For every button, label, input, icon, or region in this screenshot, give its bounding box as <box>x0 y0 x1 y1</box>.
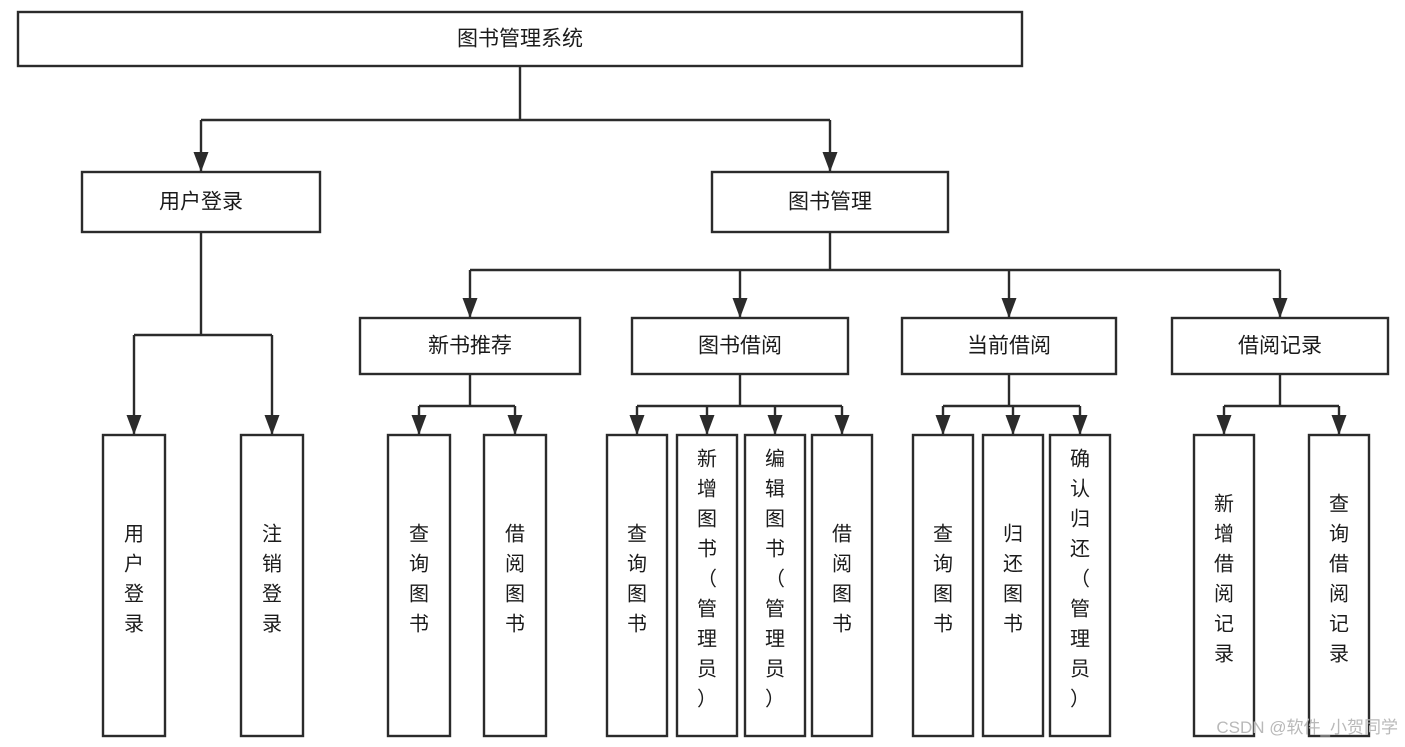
node-box-root[interactable] <box>16 10 1024 68</box>
node-leaf-borrow-book[interactable]: 借阅图书 <box>810 433 874 738</box>
node-box-leaf-query-borrow-record[interactable] <box>1307 433 1371 738</box>
node-box-borrow-record[interactable] <box>1170 316 1390 376</box>
arrow-head-new-book-recommend <box>462 298 478 318</box>
node-box-leaf-query-book-current[interactable] <box>911 433 975 738</box>
node-leaf-query-book-current[interactable]: 查询图书 <box>911 433 975 738</box>
arrow-head-leaf-return-book <box>1005 415 1021 435</box>
node-label-leaf-return-book: 归还图书 <box>1003 523 1023 636</box>
node-box-leaf-borrow-book-recommend[interactable] <box>482 433 548 738</box>
arrow-head-leaf-confirm-return-admin <box>1072 415 1088 435</box>
node-box-leaf-add-borrow-record[interactable] <box>1192 433 1256 738</box>
connector-layer <box>126 66 1347 435</box>
node-box-book-borrow[interactable] <box>630 316 850 376</box>
node-leaf-logout-login[interactable]: 注销登录 <box>239 433 305 738</box>
node-box-leaf-confirm-return-admin[interactable] <box>1048 433 1112 738</box>
arrow-head-leaf-query-book-borrow <box>629 415 645 435</box>
node-layer: 图书管理系统用户登录图书管理新书推荐图书借阅当前借阅借阅记录用户登录注销登录查询… <box>16 10 1390 738</box>
node-label-new-book-recommend: 新书推荐 <box>428 335 512 358</box>
arrow-head-leaf-borrow-book-recommend <box>507 415 523 435</box>
node-label-leaf-confirm-return-admin: 确认归还（管理员） <box>1070 448 1090 711</box>
node-label-current-borrow: 当前借阅 <box>967 335 1051 358</box>
node-leaf-query-book-recommend[interactable]: 查询图书 <box>386 433 452 738</box>
node-box-leaf-add-book-admin[interactable] <box>675 433 739 738</box>
arrow-head-book-management <box>822 152 838 172</box>
node-user-login[interactable]: 用户登录 <box>80 170 322 234</box>
arrow-head-leaf-query-borrow-record <box>1331 415 1347 435</box>
node-box-user-login[interactable] <box>80 170 322 234</box>
node-leaf-edit-book-admin[interactable]: 编辑图书（管理员） <box>743 433 807 738</box>
node-root[interactable]: 图书管理系统 <box>16 10 1024 68</box>
node-current-borrow[interactable]: 当前借阅 <box>900 316 1118 376</box>
node-box-leaf-edit-book-admin[interactable] <box>743 433 807 738</box>
arrow-head-user-login <box>193 152 209 172</box>
node-book-management[interactable]: 图书管理 <box>710 170 950 234</box>
arrow-head-leaf-add-borrow-record <box>1216 415 1232 435</box>
node-leaf-borrow-book-recommend[interactable]: 借阅图书 <box>482 433 548 738</box>
node-box-leaf-borrow-book[interactable] <box>810 433 874 738</box>
csdn-watermark: CSDN @软件_小贺同学 <box>1216 718 1398 737</box>
arrow-head-borrow-record <box>1272 298 1288 318</box>
arrow-head-leaf-borrow-book <box>834 415 850 435</box>
node-box-current-borrow[interactable] <box>900 316 1118 376</box>
node-label-leaf-add-borrow-record: 新增借阅记录 <box>1214 493 1234 666</box>
node-box-leaf-query-book-borrow[interactable] <box>605 433 669 738</box>
node-label-leaf-add-book-admin: 新增图书（管理员） <box>697 448 717 711</box>
node-leaf-return-book[interactable]: 归还图书 <box>981 433 1045 738</box>
node-label-root: 图书管理系统 <box>457 28 583 51</box>
node-label-user-login: 用户登录 <box>159 191 243 214</box>
arrow-head-leaf-add-book-admin <box>699 415 715 435</box>
node-box-leaf-return-book[interactable] <box>981 433 1045 738</box>
node-label-leaf-edit-book-admin: 编辑图书（管理员） <box>765 448 785 711</box>
node-box-leaf-user-login[interactable] <box>101 433 167 738</box>
node-label-leaf-logout-login: 注销登录 <box>262 523 282 636</box>
node-leaf-add-book-admin[interactable]: 新增图书（管理员） <box>675 433 739 738</box>
arrow-head-leaf-user-login <box>126 415 142 435</box>
node-leaf-add-borrow-record[interactable]: 新增借阅记录 <box>1192 433 1256 738</box>
arrow-head-current-borrow <box>1001 298 1017 318</box>
node-label-leaf-borrow-book: 借阅图书 <box>832 523 852 636</box>
node-box-leaf-query-book-recommend[interactable] <box>386 433 452 738</box>
node-label-leaf-borrow-book-recommend: 借阅图书 <box>505 523 525 636</box>
arrow-head-leaf-edit-book-admin <box>767 415 783 435</box>
arrow-head-leaf-query-book-recommend <box>411 415 427 435</box>
node-label-leaf-query-book-recommend: 查询图书 <box>409 523 429 636</box>
node-leaf-query-book-borrow[interactable]: 查询图书 <box>605 433 669 738</box>
node-borrow-record[interactable]: 借阅记录 <box>1170 316 1390 376</box>
node-leaf-confirm-return-admin[interactable]: 确认归还（管理员） <box>1048 433 1112 738</box>
arrow-head-leaf-query-book-current <box>935 415 951 435</box>
node-label-book-borrow: 图书借阅 <box>698 335 782 358</box>
node-label-leaf-query-borrow-record: 查询借阅记录 <box>1329 493 1349 666</box>
node-label-book-management: 图书管理 <box>788 191 872 214</box>
node-leaf-query-borrow-record[interactable]: 查询借阅记录 <box>1307 433 1371 738</box>
node-label-leaf-user-login: 用户登录 <box>124 524 144 636</box>
node-book-borrow[interactable]: 图书借阅 <box>630 316 850 376</box>
node-label-leaf-query-book-current: 查询图书 <box>933 523 953 636</box>
arrow-head-leaf-logout-login <box>264 415 280 435</box>
node-leaf-user-login[interactable]: 用户登录 <box>101 433 167 738</box>
node-box-new-book-recommend[interactable] <box>358 316 582 376</box>
node-label-leaf-query-book-borrow: 查询图书 <box>627 523 647 636</box>
node-box-leaf-logout-login[interactable] <box>239 433 305 738</box>
arrow-head-book-borrow <box>732 298 748 318</box>
node-box-book-management[interactable] <box>710 170 950 234</box>
node-new-book-recommend[interactable]: 新书推荐 <box>358 316 582 376</box>
node-label-borrow-record: 借阅记录 <box>1238 335 1322 358</box>
